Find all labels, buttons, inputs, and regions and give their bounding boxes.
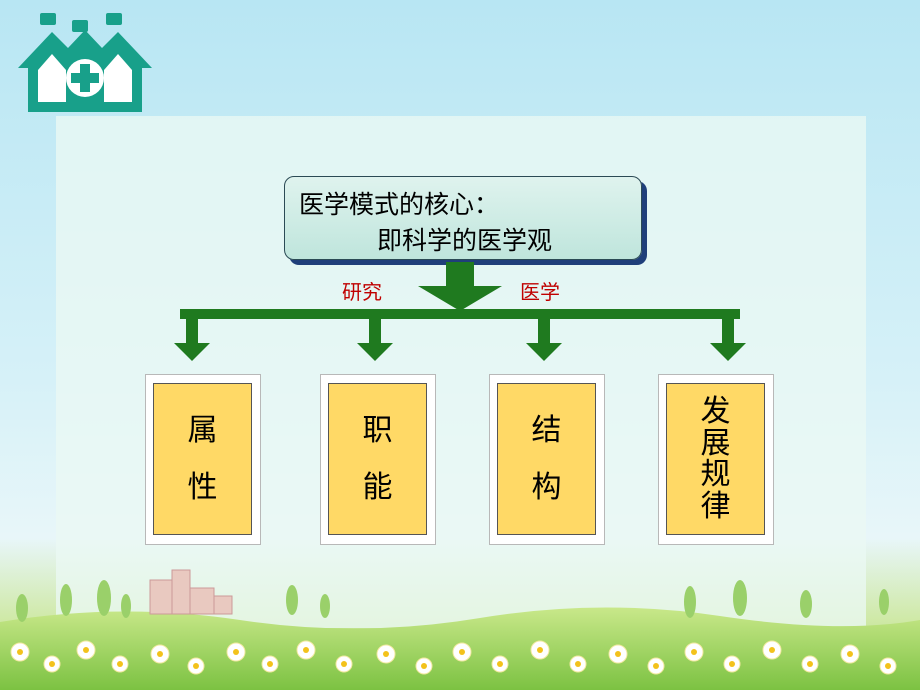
card-char: 职 — [362, 412, 393, 448]
hospital-cross-icon — [18, 13, 152, 112]
card-frame-structure: 结 构 — [489, 374, 605, 545]
card-attribute: 属 性 — [153, 383, 252, 535]
meadow-decoration — [0, 569, 920, 690]
card-char: 结 — [531, 412, 562, 448]
card-char: 性 — [187, 470, 218, 505]
card-char: 能 — [362, 470, 393, 505]
branch-label-research: 研究 — [342, 280, 382, 304]
card-frame-development-law: 发 展 规 律 — [658, 374, 774, 545]
card-char: 展 — [700, 425, 731, 461]
card-function: 职 能 — [328, 383, 427, 535]
core-concept-box: 医学模式的核心： 即科学的医学观 — [284, 176, 642, 260]
core-subtitle: 即科学的医学观 — [377, 226, 553, 255]
card-char: 规 — [700, 457, 731, 492]
card-frame-attribute: 属 性 — [145, 374, 261, 545]
core-title: 医学模式的核心： — [299, 190, 500, 219]
card-frame-function: 职 能 — [320, 374, 436, 545]
card-structure: 结 构 — [497, 383, 596, 535]
card-development-law: 发 展 规 律 — [666, 383, 765, 535]
card-char: 律 — [700, 488, 731, 524]
branch-label-medicine: 医学 — [520, 280, 560, 304]
card-char: 构 — [531, 470, 562, 505]
card-char: 属 — [187, 412, 218, 448]
card-char: 发 — [700, 394, 731, 429]
